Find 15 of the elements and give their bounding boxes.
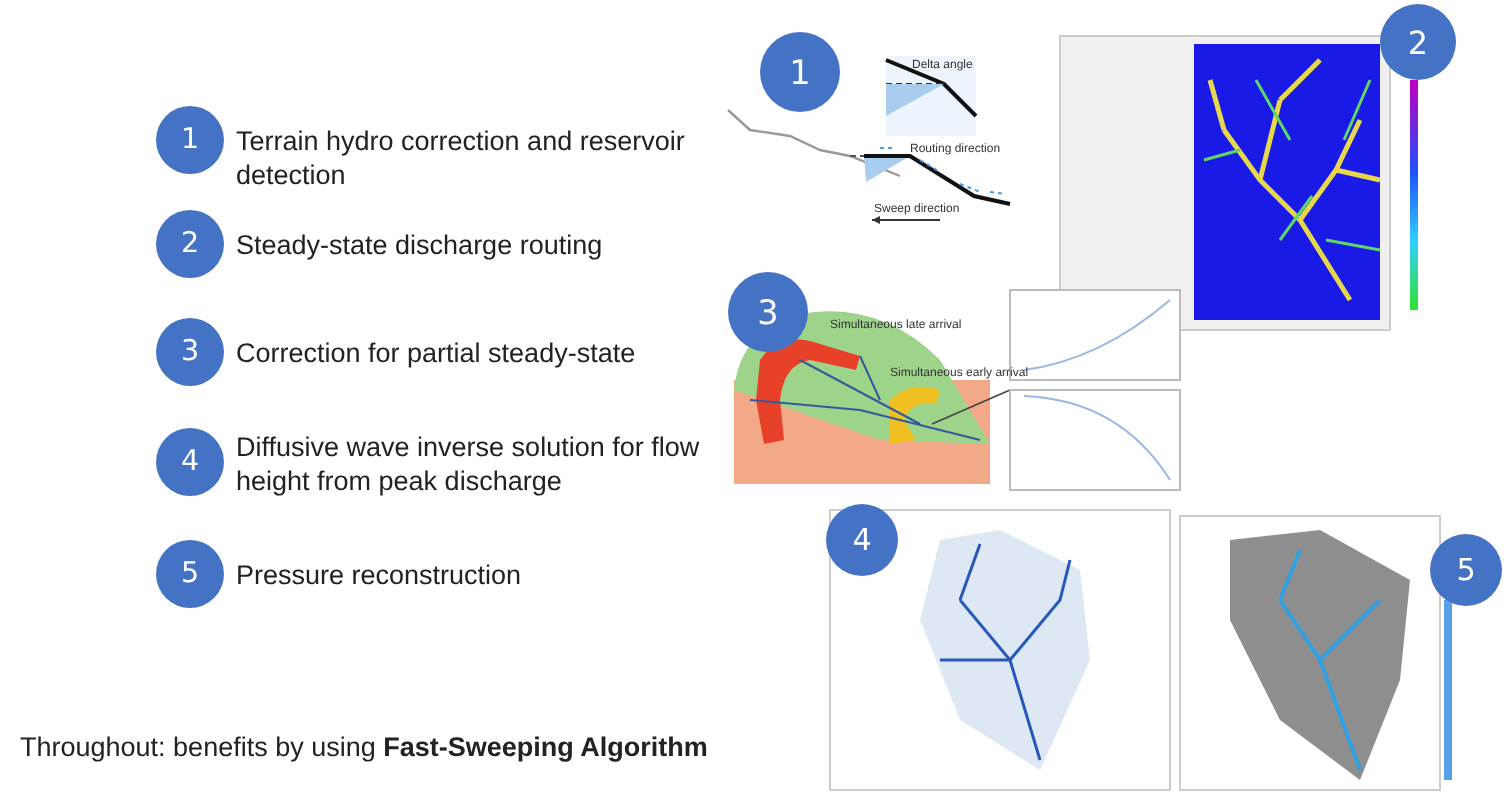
number-badge: 1 — [156, 106, 224, 174]
footnote-text: Throughout: benefits by using Fast-Sweeping Algorithm — [20, 732, 708, 762]
number-badge: 5 — [156, 540, 224, 608]
number-badge: 2 — [156, 210, 224, 278]
number-badge: 3 — [156, 318, 224, 386]
step-description: Pressure reconstruction — [236, 558, 524, 592]
step-description: Steady-state discharge routing — [236, 228, 605, 262]
number-badge: 2 — [1380, 4, 1456, 80]
number-badge: 4 — [156, 428, 224, 496]
number-badge: 1 — [760, 32, 840, 112]
number-badge: 5 — [1430, 534, 1502, 606]
number-badge: 3 — [728, 272, 808, 352]
step-description: Terrain hydro correction and reservoir detection — [236, 124, 687, 192]
step-description: Diffusive wave inverse solution for flow height from peak discharge — [236, 430, 702, 498]
step-description: Correction for partial steady-state — [236, 336, 638, 370]
